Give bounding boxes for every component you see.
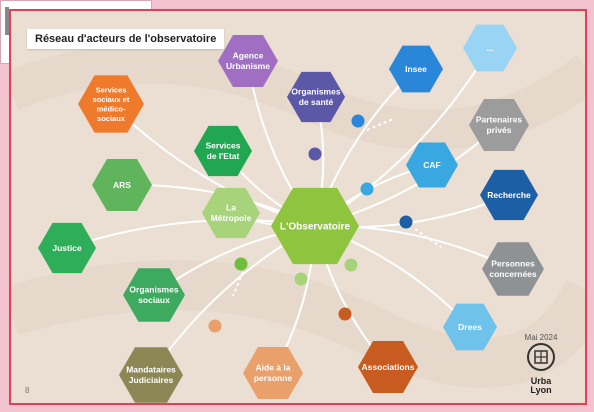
logo-name-line1: Urba [530,376,552,386]
hexagon-justice [38,222,96,274]
hexagon-partenaires-prives [469,99,529,151]
services-etat-label-1: Services [206,141,241,151]
recherche-label-1: Recherche [487,190,531,200]
actor-associations: Associations [358,341,418,393]
diagram-title: Réseau d'acteurs de l'observatoire [27,29,225,49]
mandataires-label-2: Judiciaires [129,375,174,385]
connector-dot [360,182,374,196]
services-sociaux-label-3: médico- [97,104,126,113]
organismes-sante-label-1: Organismes [291,87,340,97]
hexagon-services-sociaux [78,75,144,133]
dashed-connector [232,271,244,297]
mandataires-label-1: Mandataires [126,365,176,375]
hexagon-associations [358,341,418,393]
insee-label-1: Insee [405,64,427,74]
actor-drees: Drees [443,303,497,351]
partenaires-prives-label-2: privés [486,125,511,135]
hexagon-personnes-concernees [482,242,544,296]
metropole-label-1: La [226,203,236,213]
urbalyon-logo: Mai 2024 Urba Lyon [511,333,571,395]
hexagon-organismes-sociaux [123,268,185,322]
personnes-concernees-label-2: concernées [489,269,537,279]
dashed-connector [414,228,442,248]
actor-caf: CAF [406,142,458,188]
hexagon-organismes-sante [287,71,345,123]
hexagon-recherche [480,169,538,221]
justice-label-1: Justice [52,243,82,253]
actor-justice: Justice [38,222,96,274]
ars-label-1: ARS [113,180,131,190]
agence-urbanisme-label-2: Urbanisme [226,61,270,71]
hexagon-ars [92,159,152,211]
drees-label-1: Drees [458,322,482,332]
associations-label-1: Associations [362,362,415,372]
connector-dot [308,147,322,161]
connector-dot [338,307,352,321]
services-sociaux-label-4: sociaux [97,114,126,123]
connector-dot [208,319,222,333]
dashed-connector [366,118,394,131]
services-sociaux-label-2: sociaux et [93,95,130,104]
actor-insee: Insee [389,45,443,93]
logo-emblem-icon [527,343,555,371]
connector-dot [234,257,248,271]
hexagon-etc [463,24,517,72]
actor-ars: ARS [92,159,152,211]
connector-dot [399,215,413,229]
metropole-label-2: Métropole [211,213,252,223]
logo-name-line2: Lyon [530,385,552,395]
page-number: 8 [25,386,30,395]
organismes-sante-label-2: de santé [299,97,334,107]
caf-label-1: CAF [423,160,440,170]
center-node-observatoire: L'Observatoire [271,187,359,265]
hexagon-metropole [202,187,260,239]
hexagon-caf [406,142,458,188]
hexagon-drees [443,303,497,351]
hexagon-services-etat [194,125,252,177]
logo-date: Mai 2024 [524,333,558,342]
connector-dots [208,114,413,333]
aide-personne-label-1: Aide à la [256,363,291,373]
connector-dot [344,258,358,272]
organismes-sociaux-label-1: Organismes [129,285,178,295]
etc-label-1: ... [486,43,493,53]
connector-dot [351,114,365,128]
services-sociaux-label-1: Services [96,85,127,94]
organismes-sociaux-label-2: sociaux [138,295,170,305]
center-label-1: L'Observatoire [280,222,351,233]
hexagon-aide-personne [243,347,303,399]
services-etat-label-2: de l'Etat [207,151,240,161]
actor-etc: ... [463,24,517,72]
hexagon-mandataires [119,347,183,403]
hexagon-insee [389,45,443,93]
hexagon-center [271,187,359,265]
actor-recherche: Recherche [480,169,538,221]
connector-dot [294,272,308,286]
partenaires-prives-label-1: Partenaires [476,115,523,125]
aide-personne-label-2: personne [254,373,293,383]
agence-urbanisme-label-1: Agence [233,51,264,61]
personnes-concernees-label-1: Personnes [491,259,535,269]
hexagon-agence-urbanisme [218,35,278,87]
